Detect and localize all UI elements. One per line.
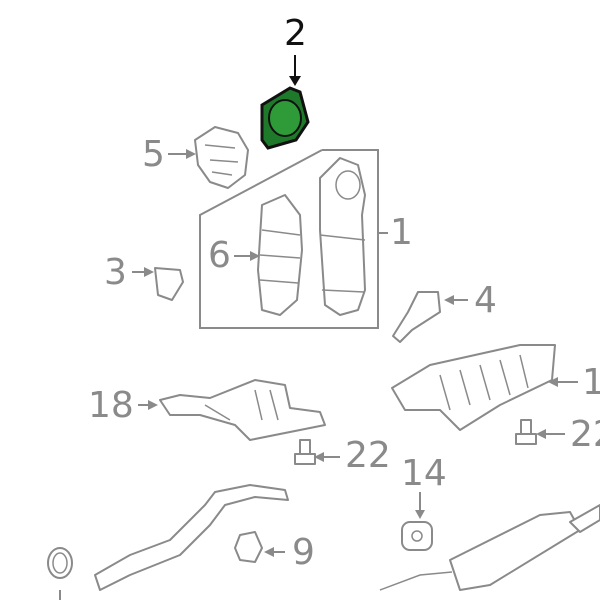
part-1-catalytic-converter[interactable] [319,157,366,316]
callout-4[interactable]: 4 [474,280,497,321]
callout-6[interactable]: 6 [208,235,231,276]
part-22-bolt-left[interactable] [294,439,316,465]
callout-2[interactable]: 2 [284,13,307,54]
callout-5[interactable]: 5 [142,134,165,175]
exhaust-pipe-front[interactable] [94,484,289,591]
part-3[interactable] [154,267,184,301]
gasket-ring[interactable] [47,547,73,579]
part-14-hanger[interactable] [401,521,433,551]
part-4[interactable] [392,291,441,343]
exhaust-muffler[interactable] [379,504,600,591]
callout-3[interactable]: 3 [104,252,127,293]
part-22-bolt-right[interactable] [515,419,537,445]
callout-9[interactable]: 9 [292,532,315,573]
callout-1[interactable]: 1 [390,212,413,253]
part-2-gasket[interactable] [260,86,310,150]
part-6[interactable] [257,194,303,316]
part-9[interactable] [234,531,263,563]
part-heat-shield-right[interactable] [391,344,556,431]
callout-14[interactable]: 14 [401,453,447,494]
callout-18[interactable]: 18 [88,385,134,426]
part-18[interactable] [159,379,326,441]
assembly-bracket [199,149,379,329]
callout-22-right[interactable]: 22 [570,414,600,455]
callout-1-right[interactable]: 1 [582,362,600,403]
part-5[interactable] [194,126,249,189]
callout-22-left[interactable]: 22 [345,435,391,476]
